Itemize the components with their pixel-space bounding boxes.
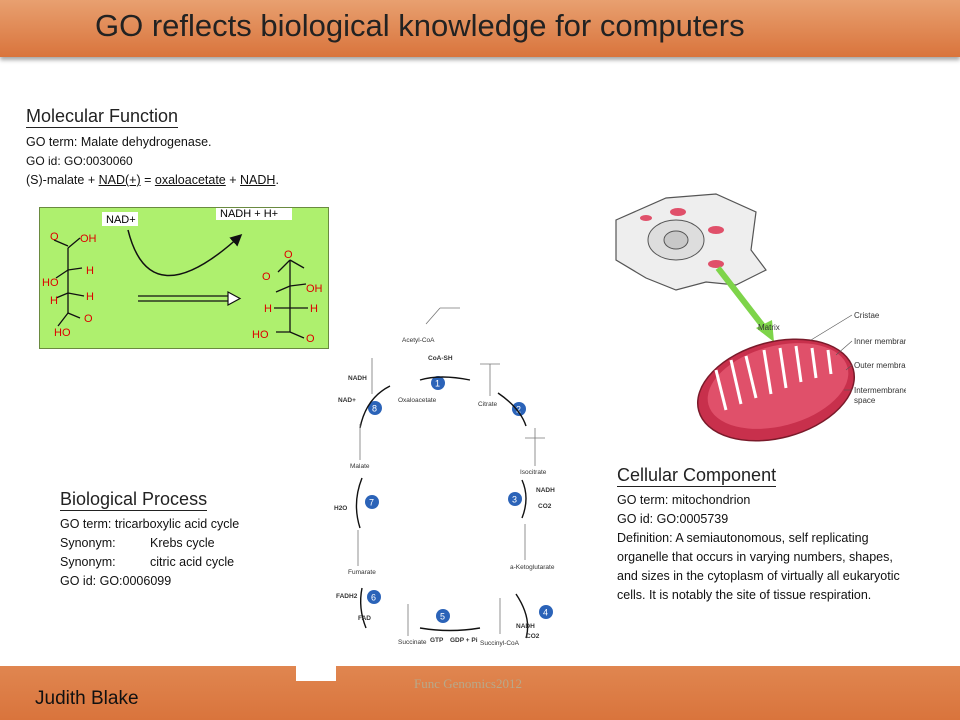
nadh-label: NADH + H+: [220, 208, 278, 220]
cc-term: GO term: mitochondrion: [617, 493, 751, 507]
fad-label: FAD: [358, 615, 371, 622]
author-name: Judith Blake: [35, 688, 139, 709]
bp-synonym-2: Synonym:citric acid cycle: [60, 555, 235, 569]
gdp-label: GDP + Pi: [450, 637, 478, 644]
succinate-label: Succinate: [398, 639, 427, 646]
svg-text:OH: OH: [306, 283, 323, 295]
svg-text:HO: HO: [252, 329, 269, 341]
svg-text:O: O: [306, 333, 315, 345]
cc-definition-line-2: organelle that occurs in varying numbers…: [617, 550, 893, 564]
svg-text:5: 5: [440, 612, 445, 622]
akg-label: a-Ketoglutarate: [510, 564, 555, 571]
matrix-label: Matrix: [758, 323, 780, 332]
krebs-steps: 1 2 3 4 5 6 7 8: [365, 376, 553, 623]
cycle-arrows: [355, 376, 529, 639]
mf-term: GO term: Malate dehydrogenase.: [26, 135, 212, 149]
acetyl-coa-label: Acetyl-CoA: [402, 337, 435, 344]
inner-membrane-label: Inner membrane: [854, 337, 906, 346]
coash-label: CoA-SH: [428, 355, 453, 362]
citrate-label: Citrate: [478, 401, 498, 408]
malate-structure: [53, 237, 85, 327]
malate-label: Malate: [350, 463, 370, 470]
co2-label-3: CO2: [538, 503, 552, 510]
molecular-function-heading: Molecular Function: [26, 106, 179, 128]
succinylcoa-label: Succinyl-CoA: [480, 640, 520, 647]
cell-mito-1: [670, 208, 686, 216]
cc-definition-line-3: and sizes in the cytoplasm of virtually …: [617, 569, 900, 583]
reaction-svg: NAD+ NADH + H+ O OH HO H H H HO O: [42, 206, 323, 345]
oxaloacetate-structure: [274, 259, 308, 339]
reaction-arrow: [227, 290, 242, 307]
nadh-label-3: NADH: [536, 487, 555, 494]
svg-text:4: 4: [543, 608, 548, 618]
outer-membrane-label: Outer membrane: [854, 361, 906, 370]
h2o-label: H2O: [334, 505, 347, 512]
oxaloacetate-atoms: O O OH H H HO O: [252, 249, 323, 345]
co2-label-4: CO2: [526, 633, 540, 640]
nad-plus-label: NAD+: [106, 214, 136, 226]
cofactor-arrow: [127, 229, 243, 277]
svg-text:3: 3: [512, 495, 517, 505]
fadh2-label: FADH2: [336, 593, 358, 600]
svg-text:H: H: [86, 265, 94, 277]
mitochondrion-illustration: Matrix Cristae Inner membrane Outer memb…: [606, 190, 915, 450]
mito-svg: Matrix Cristae Inner membrane Outer memb…: [615, 193, 915, 442]
svg-text:O: O: [50, 231, 59, 243]
svg-text:8: 8: [372, 404, 377, 414]
cc-id: GO id: GO:0005739: [617, 512, 729, 526]
nadplus-label-8: NAD+: [338, 397, 356, 404]
svg-text:2: 2: [516, 405, 521, 415]
mf-id: GO id: GO:0030060: [26, 154, 133, 168]
svg-text:HO: HO: [42, 277, 59, 289]
svg-text:HO: HO: [54, 327, 71, 339]
svg-text:H: H: [50, 295, 58, 307]
slide-title: GO reflects biological knowledge for com…: [95, 8, 745, 43]
zoom-arrow: [715, 266, 769, 332]
svg-text:OH: OH: [80, 233, 97, 245]
svg-text:H: H: [86, 291, 94, 303]
cc-definition-line-4: cells. It is notably the site of tissue …: [617, 588, 872, 602]
fumarate-label: Fumarate: [348, 569, 376, 576]
svg-text:O: O: [262, 271, 271, 283]
mf-reaction: (S)-malate + NAD(+) = oxaloacetate + NAD…: [26, 173, 279, 187]
gtp-label: GTP: [430, 637, 444, 644]
biological-process-heading: Biological Process: [60, 489, 208, 511]
intermembrane-label-2: space: [854, 396, 876, 405]
oxaloacetate-label: Oxaloacetate: [398, 397, 437, 404]
bp-term: GO term: tricarboxylic acid cycle: [60, 517, 240, 531]
bp-id: GO id: GO:0006099: [60, 574, 172, 588]
footer-bar: Judith Blake Func Genomics2012: [0, 666, 960, 720]
molecule-stubs: [357, 307, 545, 636]
cristae-label: Cristae: [854, 311, 880, 320]
malate-atoms: O OH HO H H H HO O: [42, 231, 97, 339]
intermembrane-label-1: Intermembrane: [854, 386, 906, 395]
bp-synonym-1: Synonym:Krebs cycle: [60, 536, 215, 550]
cellular-component-heading: Cellular Component: [617, 465, 777, 487]
svg-text:1: 1: [435, 379, 440, 389]
nadh-label-4: NADH: [516, 623, 535, 630]
svg-text:O: O: [84, 313, 93, 325]
svg-text:H: H: [264, 303, 272, 315]
isocitrate-label: Isocitrate: [520, 469, 547, 476]
malate-reaction-diagram: NAD+ NADH + H+ O OH HO H H H HO O: [39, 206, 329, 349]
footer-center-text: Func Genomics2012: [414, 676, 522, 691]
cell-mito-2: [708, 226, 724, 234]
cell-mito-3: [708, 260, 724, 268]
svg-text:7: 7: [369, 498, 374, 508]
krebs-svg: 1 2 3 4 5 6 7 8 Acetyl-CoA CoA-SH Citrat…: [334, 307, 555, 647]
krebs-cycle-diagram: 1 2 3 4 5 6 7 8 Acetyl-CoA CoA-SH Citrat…: [330, 298, 570, 660]
svg-text:H: H: [310, 303, 318, 315]
mitochondrion-drawing: [696, 338, 856, 442]
svg-text:6: 6: [371, 593, 376, 603]
svg-text:O: O: [284, 249, 293, 261]
footer-white-tab: [296, 657, 336, 681]
nadh-label-8: NADH: [348, 375, 367, 382]
cc-definition-line-1: Definition: A semiautonomous, self repli…: [617, 531, 869, 545]
title-bar: GO reflects biological knowledge for com…: [0, 0, 960, 57]
